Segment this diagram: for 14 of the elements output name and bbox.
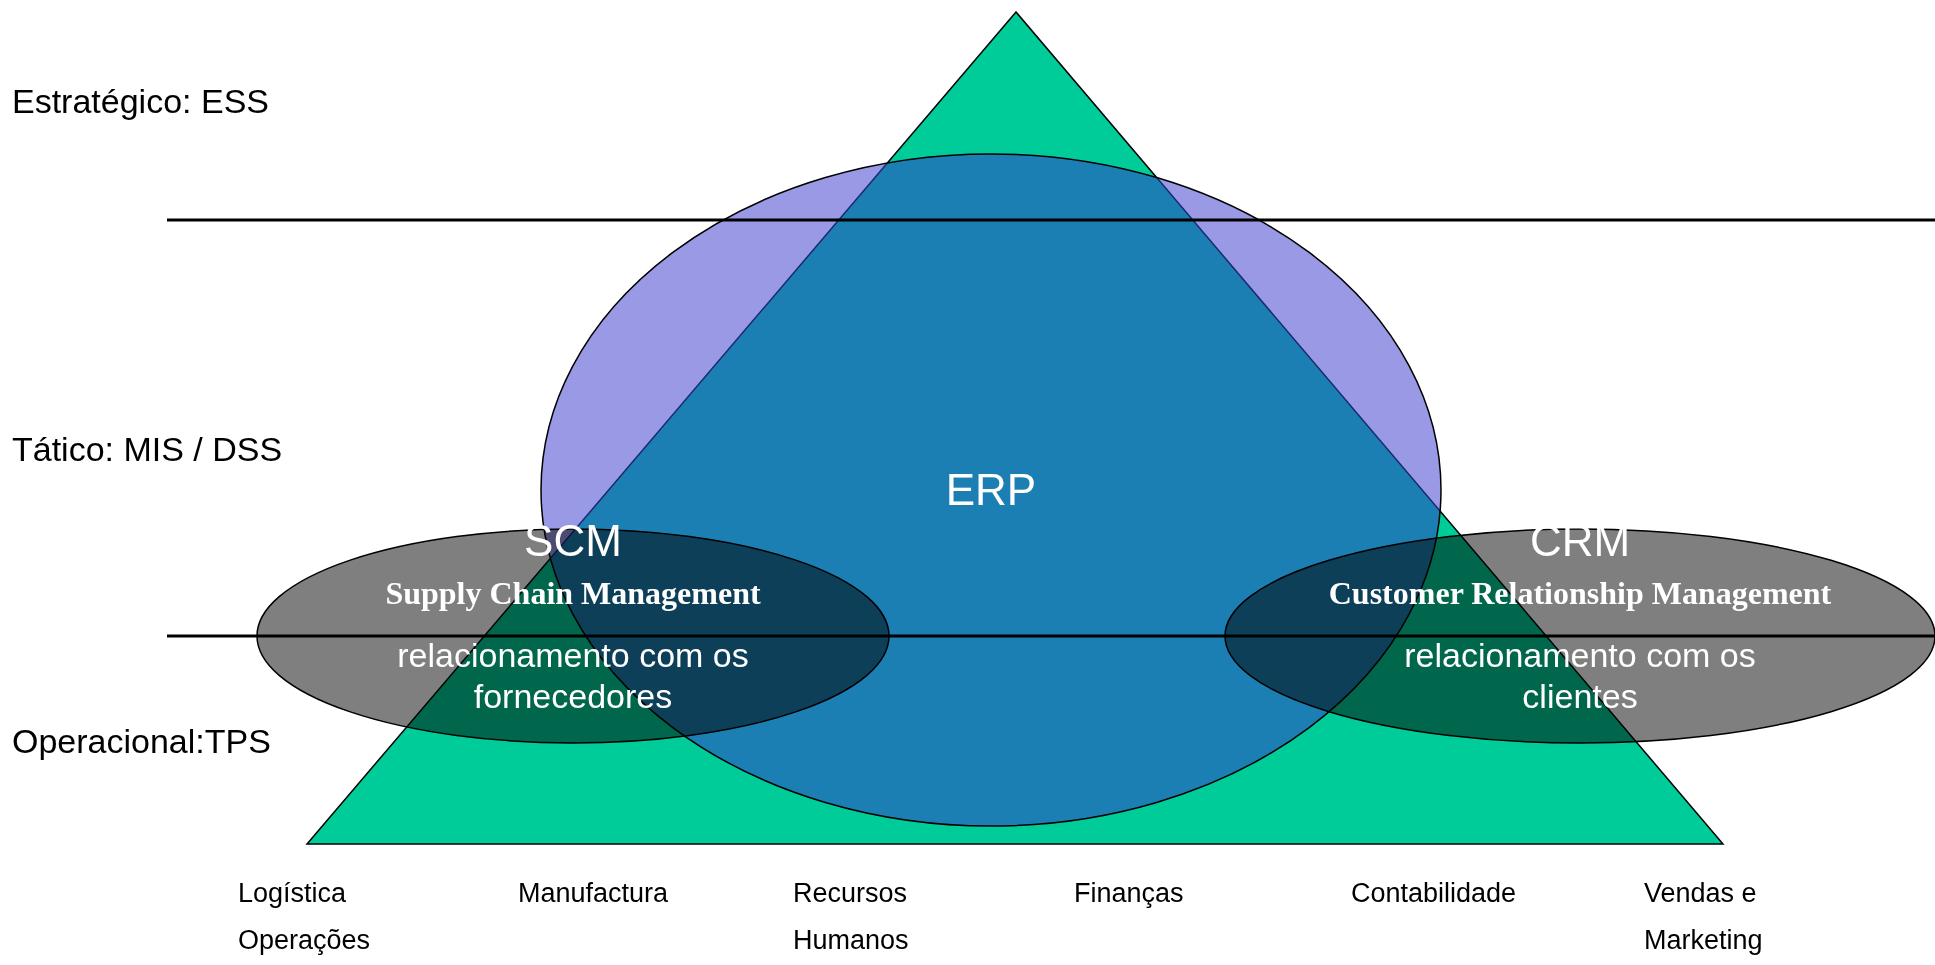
level-label: Estratégico: ESS (12, 81, 269, 122)
level-label: Tático: MIS / DSS (12, 429, 283, 470)
node-title: SCM (524, 517, 622, 566)
node-title: ERP (945, 466, 1037, 515)
area-label: Recursos Humanos (793, 877, 910, 958)
node-subtitle: Supply Chain Management (385, 574, 761, 614)
area-label: Vendas e Marketing (1644, 877, 1764, 958)
area-label: Finanças (1074, 877, 1184, 910)
node-description: relacionamento com os clientes (1403, 635, 1757, 717)
node-description: relacionamento com os fornecedores (396, 635, 750, 717)
level-label: Operacional:TPS (12, 721, 271, 762)
area-label: Logística Operações (238, 877, 372, 958)
area-label: Contabilidade (1351, 877, 1517, 910)
area-label: Manufactura (518, 877, 669, 910)
